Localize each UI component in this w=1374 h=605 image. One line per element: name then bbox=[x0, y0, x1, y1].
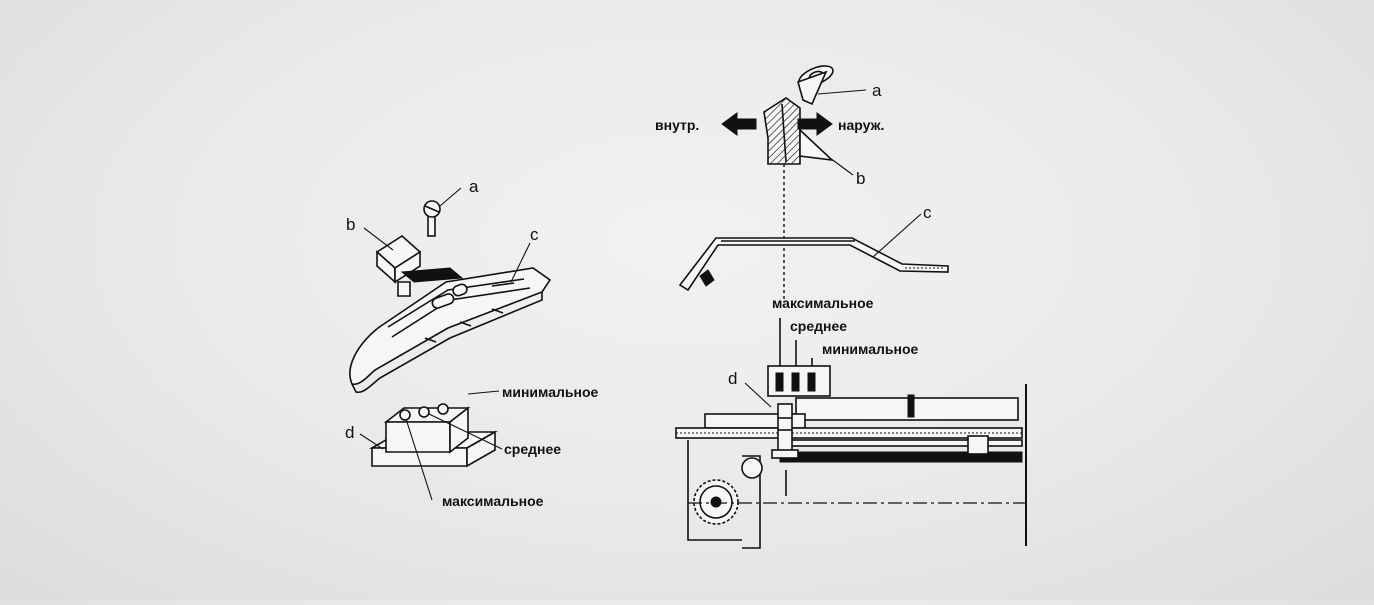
label-b-right: b bbox=[856, 169, 865, 188]
machine-section bbox=[675, 384, 1030, 549]
needle-plate-c-left bbox=[349, 267, 552, 394]
arrow-inward-icon bbox=[721, 112, 757, 136]
label-max-right: максимальное bbox=[772, 295, 874, 311]
label-min-left: минимальное bbox=[502, 384, 598, 400]
label-b-left: b bbox=[346, 215, 355, 234]
label-max-left: максимальное bbox=[442, 493, 544, 509]
arrow-outward-icon bbox=[797, 112, 833, 136]
block-b-left bbox=[375, 234, 464, 297]
block-b-right bbox=[763, 97, 835, 165]
label-c-right: c bbox=[923, 203, 932, 222]
direction-arrows bbox=[721, 112, 833, 136]
label-d-right: d bbox=[728, 369, 737, 388]
comb-d-right bbox=[767, 318, 831, 397]
label-d-left: d bbox=[345, 423, 354, 442]
label-inward: внутр. bbox=[655, 117, 699, 133]
right-leaders bbox=[744, 89, 922, 408]
left-figure: a b c d минимальное среднее максимальное bbox=[345, 177, 598, 509]
screw-a-right bbox=[797, 65, 834, 106]
left-leaders bbox=[359, 187, 531, 501]
label-min-right: минимальное bbox=[822, 341, 918, 357]
label-mid-left: среднее bbox=[504, 441, 561, 457]
label-outward: наруж. bbox=[838, 117, 884, 133]
label-mid-right: среднее bbox=[790, 318, 847, 334]
screw-a-left bbox=[423, 200, 441, 237]
label-c-left: c bbox=[530, 225, 539, 244]
base-d-left bbox=[368, 403, 499, 468]
right-figure: a b c d внутр. наруж. максимальное средн… bbox=[655, 65, 1030, 549]
needle-plate-c-right bbox=[678, 237, 949, 292]
label-a-right: a bbox=[872, 81, 882, 100]
label-a-left: a bbox=[469, 177, 479, 196]
